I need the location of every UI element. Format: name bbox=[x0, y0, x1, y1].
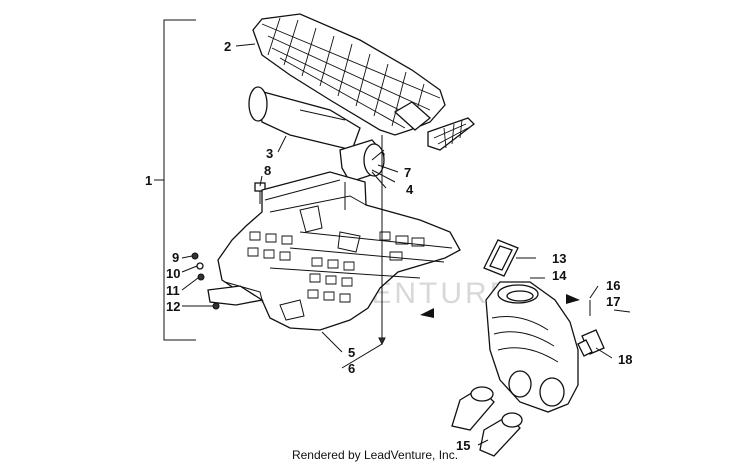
callout-13: 13 bbox=[552, 251, 566, 266]
part-14-intake-boot bbox=[485, 281, 579, 413]
hardware-9-12 bbox=[181, 252, 220, 310]
part-2-upper-cover bbox=[252, 13, 446, 136]
callout-7: 7 bbox=[404, 165, 411, 180]
part-8-bolt bbox=[254, 182, 266, 204]
callout-16: 16 bbox=[606, 278, 620, 293]
footer-credit: Rendered by LeadVenture, Inc. bbox=[291, 448, 459, 462]
leader-lines bbox=[235, 43, 613, 446]
part-7-filter bbox=[427, 117, 475, 151]
callout-4: 4 bbox=[406, 182, 414, 197]
callout-15: 15 bbox=[456, 438, 470, 453]
part-13-gasket bbox=[483, 239, 519, 277]
callout-11: 11 bbox=[166, 283, 180, 298]
callout-2: 2 bbox=[224, 39, 231, 54]
arrow-marker-right bbox=[566, 294, 580, 304]
callout-5: 5 bbox=[348, 345, 355, 360]
parts-16-18 bbox=[577, 300, 631, 357]
callout-18: 18 bbox=[618, 352, 632, 367]
assembly-bracket bbox=[154, 19, 196, 341]
callout-14: 14 bbox=[552, 268, 567, 283]
callout-6: 6 bbox=[348, 361, 355, 376]
callout-8: 8 bbox=[264, 163, 271, 178]
callout-3: 3 bbox=[266, 146, 273, 161]
base-tray bbox=[207, 135, 461, 338]
callout-17: 17 bbox=[606, 294, 620, 309]
part-15-adapters bbox=[451, 386, 523, 457]
part-4-filter-small bbox=[339, 139, 396, 183]
callout-10: 10 bbox=[166, 266, 180, 281]
part-6-pin bbox=[378, 337, 386, 346]
callout-1: 1 bbox=[145, 173, 152, 188]
arrow-marker-left bbox=[420, 308, 434, 318]
callout-9: 9 bbox=[172, 250, 179, 265]
callout-12: 12 bbox=[166, 299, 180, 314]
